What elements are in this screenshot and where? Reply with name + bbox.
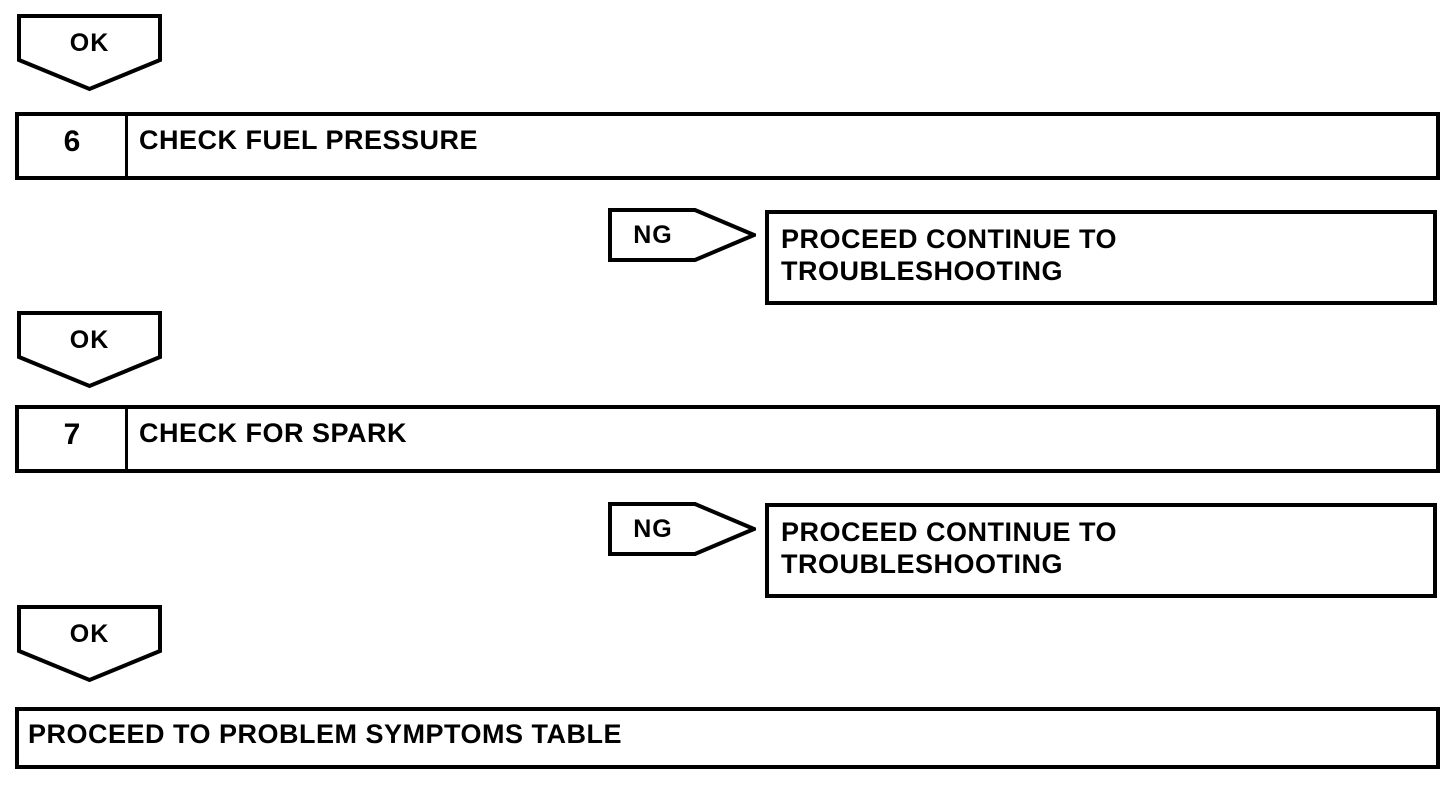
- ok-connector-2: OK: [17, 311, 162, 389]
- step-box-6: 6 CHECK FUEL PRESSURE: [15, 112, 1440, 180]
- ng-result-box-1: PROCEED CONTINUE TO TROUBLESHOOTING: [765, 210, 1437, 305]
- ng-result-line1: PROCEED CONTINUE TO: [781, 224, 1118, 254]
- ng-result-line2: TROUBLESHOOTING: [781, 549, 1063, 579]
- ng-connector-1: NG: [608, 208, 756, 262]
- ok-pentagon-down-icon: [17, 14, 162, 92]
- ng-connector-label: NG: [633, 514, 673, 543]
- step-title: CHECK FUEL PRESSURE: [139, 125, 479, 155]
- step-number: 6: [19, 116, 128, 176]
- ok-connector-1: OK: [17, 14, 162, 92]
- ok-connector-label: OK: [69, 29, 110, 57]
- ok-pentagon-down-icon: [17, 605, 162, 683]
- step-number: 7: [19, 409, 128, 469]
- ng-connector-2: NG: [608, 502, 756, 556]
- ng-connector-label: NG: [633, 220, 673, 249]
- final-instruction-box: PROCEED TO PROBLEM SYMPTOMS TABLE: [15, 707, 1440, 769]
- ng-result-line1: PROCEED CONTINUE TO: [781, 517, 1118, 547]
- ng-arrow-right-icon: [608, 502, 756, 556]
- ok-connector-label: OK: [69, 620, 110, 648]
- step-title: CHECK FOR SPARK: [139, 418, 408, 448]
- ok-connector-3: OK: [17, 605, 162, 683]
- ok-pentagon-down-icon: [17, 311, 162, 389]
- ng-result-line2: TROUBLESHOOTING: [781, 256, 1063, 286]
- ok-connector-label: OK: [69, 326, 110, 354]
- ng-arrow-right-icon: [608, 208, 756, 262]
- step-box-7: 7 CHECK FOR SPARK: [15, 405, 1440, 473]
- ng-result-box-2: PROCEED CONTINUE TO TROUBLESHOOTING: [765, 503, 1437, 598]
